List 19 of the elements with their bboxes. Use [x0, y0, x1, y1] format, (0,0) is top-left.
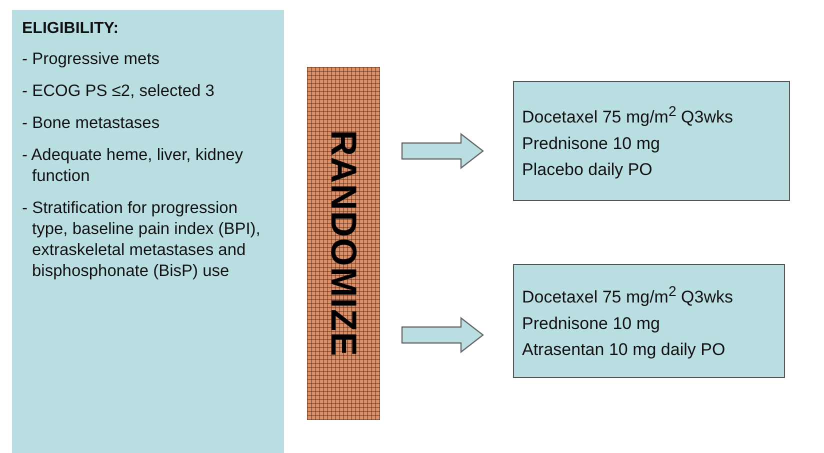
treatment-line: Atrasentan 10 mg daily PO — [522, 338, 726, 361]
treatment-line: Prednisone 10 mg — [522, 312, 661, 335]
block-arrow — [401, 132, 484, 170]
randomize-label: RANDOMIZE — [326, 130, 362, 357]
criteria-item: - Adequate heme, liver, kidney function — [22, 145, 244, 187]
treatment-line: Prednisone 10 mg — [522, 132, 661, 155]
treatment-line: Docetaxel 75 mg/m$^{2}$ Q3wks — [522, 283, 734, 309]
treatment-line: Placebo daily PO — [522, 158, 654, 181]
randomize-bar — [307, 67, 380, 420]
treatment-arm-box — [513, 264, 785, 378]
block-arrow — [401, 316, 484, 354]
criteria-item: - Progressive mets — [22, 49, 161, 70]
criteria-item: - Bone metastases — [22, 113, 161, 134]
criteria-panel — [12, 10, 284, 453]
criteria-item: - Stratification for progression type, baseline pain index (BPI), extraskeletal metastases and bisphosphonate (BisP) use — [22, 198, 262, 282]
treatment-arm-box — [513, 81, 790, 201]
treatment-line: Docetaxel 75 mg/m$^{2}$ Q3wks — [522, 103, 734, 129]
criteria-item: - ECOG PS ≤2, selected 3 — [22, 81, 216, 102]
panel-heading: ELIGIBILITY: — [22, 20, 120, 38]
